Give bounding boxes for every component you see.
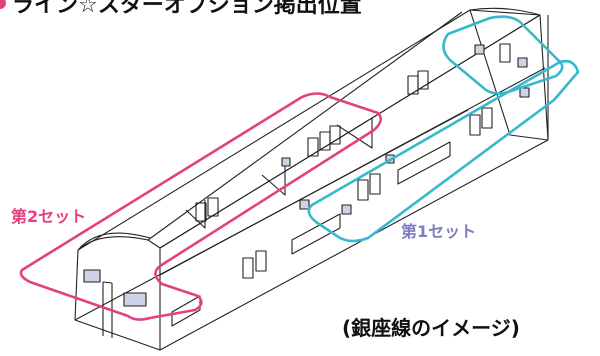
image-caption: (銀座線のイメージ) (342, 316, 520, 340)
set2-highlight-outline (19, 92, 383, 321)
page-title-text: ライン☆スターオプション掲出位置 (12, 0, 362, 18)
bullet-icon (0, 0, 6, 9)
train-car-outline (74, 7, 549, 351)
set2-label: 第2セット (11, 207, 87, 226)
page-title: ライン☆スターオプション掲出位置 (0, 0, 362, 19)
set1-highlight-outline (307, 15, 580, 243)
set1-label: 第1セット (401, 222, 477, 241)
